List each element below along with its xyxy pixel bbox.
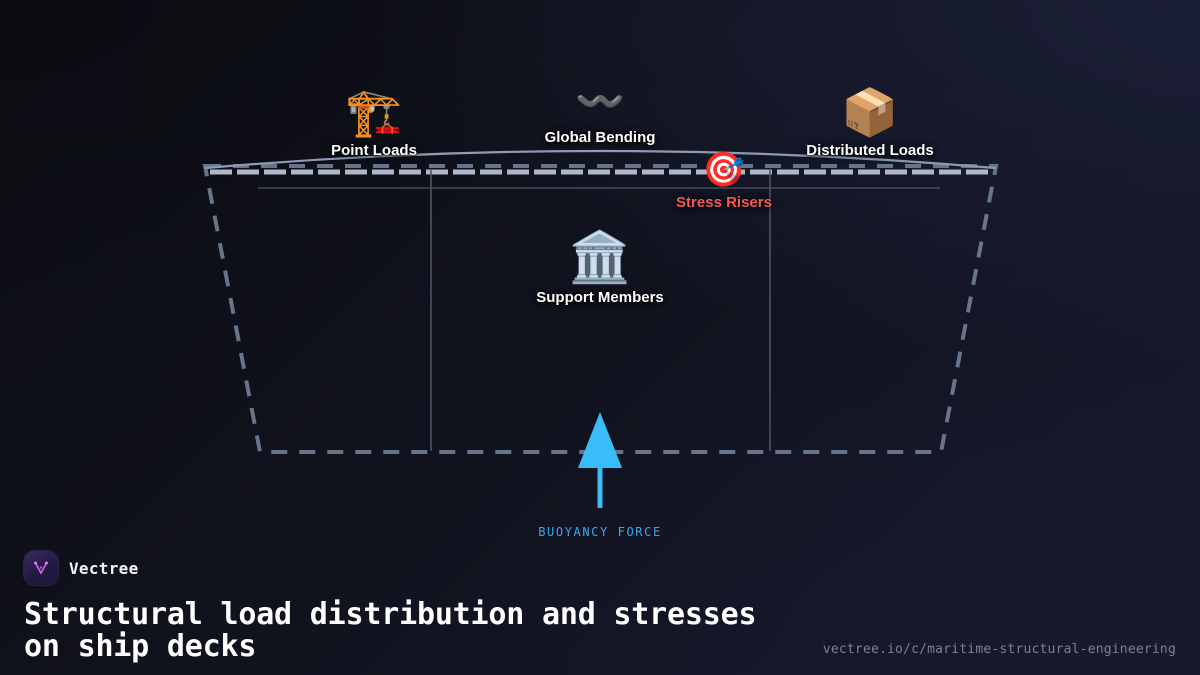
diagram-node-support-members[interactable]: 🏛️ Support Members [536, 232, 664, 306]
hull-dashed-path [202, 164, 999, 454]
brand-lockup[interactable]: Vectree [24, 551, 139, 585]
package-box-icon: 📦 [841, 85, 899, 139]
construction-crane-icon: 🏗️ [345, 85, 403, 139]
diagram-node-label: Support Members [536, 289, 664, 306]
buoyancy-force-label: BUOYANCY FORCE [538, 525, 662, 539]
wavy-dash-icon: 〰️ [575, 79, 625, 125]
diagram-node-label: Global Bending [544, 129, 656, 146]
diagram-node-global-bending[interactable]: 〰️ Global Bending [545, 82, 656, 146]
slide-footer: Vectree Structural load distribution and… [0, 545, 1200, 675]
diagram-node-point-loads[interactable]: 🏗️ Point Loads [331, 89, 417, 159]
brand-name: Vectree [69, 558, 139, 578]
vectree-v-mark-icon [24, 551, 58, 585]
diagram-node-distributed-loads[interactable]: 📦 Distributed Loads [806, 89, 934, 159]
classical-building-icon: 🏛️ [568, 228, 632, 286]
ship-structure-diagram [202, 149, 999, 508]
target-dart-icon: 🎯 [702, 150, 746, 190]
global-bending-curve [204, 149, 997, 170]
site-url: vectree.io/c/maritime-structural-enginee… [822, 642, 1176, 657]
diagram-node-label: Distributed Loads [806, 142, 934, 159]
hull-outline [202, 164, 999, 454]
page-title: Structural load distribution and stresse… [24, 597, 757, 665]
diagram-node-label: Point Loads [331, 142, 417, 159]
buoyancy-arrow-head [578, 412, 622, 468]
diagram-node-stress-risers[interactable]: 🎯 Stress Risers [676, 153, 772, 211]
buoyancy-force-arrow [578, 412, 622, 508]
diagram-node-label: Stress Risers [676, 194, 772, 211]
